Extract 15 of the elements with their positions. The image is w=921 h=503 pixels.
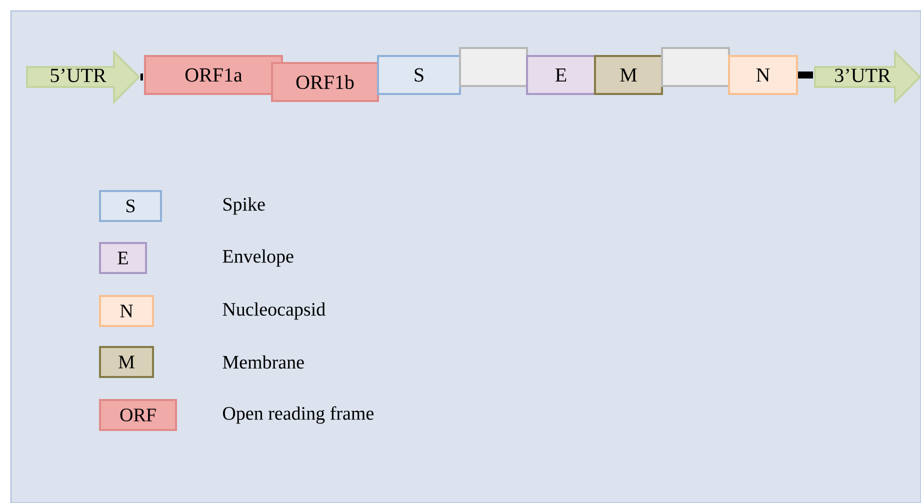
gene-box: ORF1b: [271, 62, 379, 102]
gene-name: Nucleocapsid: [222, 302, 326, 320]
gene-name: Envelope: [222, 249, 294, 267]
gene-box: ORF1a: [144, 55, 283, 95]
gene-box: E: [526, 55, 596, 95]
gene-name: Open reading frame: [223, 406, 374, 424]
empty-gene-box: [459, 47, 528, 87]
linker-mark: [140, 74, 143, 80]
gene-box: M: [594, 55, 663, 95]
gene-box: S: [377, 55, 461, 95]
empty-gene-box: [661, 47, 730, 87]
gene-name: Membrane: [222, 355, 304, 369]
gene-name: Spike: [223, 197, 265, 215]
gene-box: N: [728, 55, 798, 95]
linker-mark: [798, 72, 813, 78]
